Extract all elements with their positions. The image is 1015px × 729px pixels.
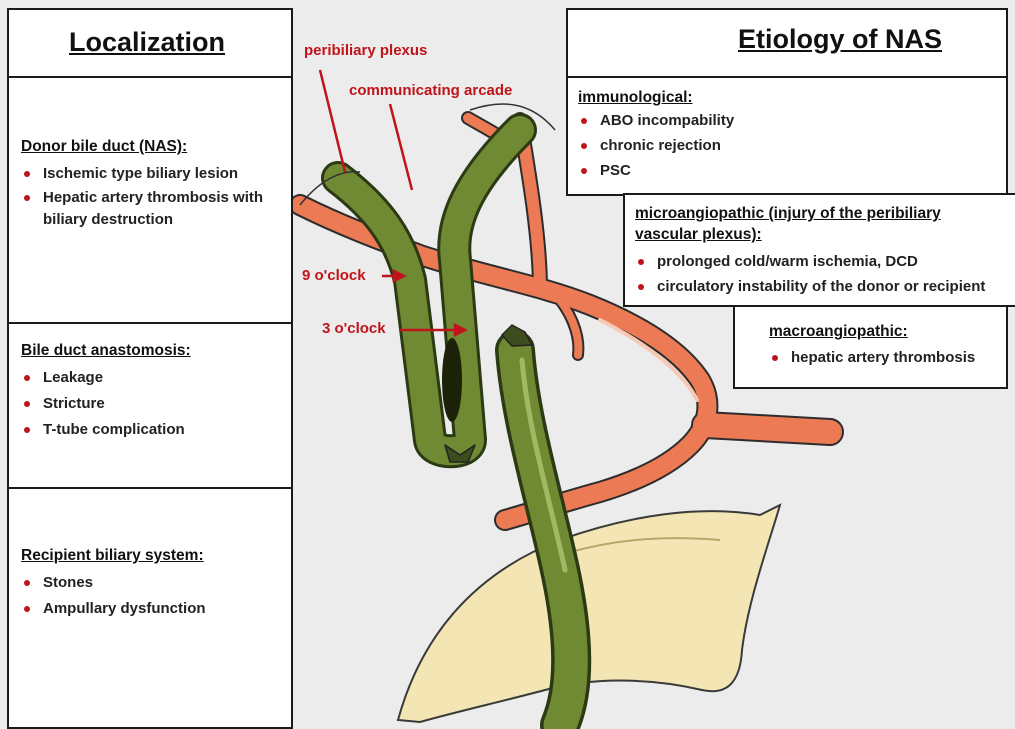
immunological-list: ABO incompability chronic rejection PSC: [578, 108, 1006, 183]
list-item: Ampullary dysfunction: [21, 596, 291, 622]
localization-title: Localization: [69, 27, 225, 58]
list-item: Ischemic type biliary lesion: [21, 161, 291, 187]
list-item: circulatory instability of the donor or …: [635, 274, 1009, 299]
donor-bile-duct-panel: Donor bile duct (NAS): Ischemic type bil…: [7, 76, 293, 324]
bile-duct-anastomosis-panel: Bile duct anastomosis: Leakage Stricture…: [7, 322, 293, 489]
macroangiopathic-heading: macroangiopathic:: [769, 321, 1006, 342]
macroangiopathic-list: hepatic artery thrombosis: [769, 345, 1006, 370]
nine-oclock-label: 9 o'clock: [302, 267, 366, 284]
list-item: Hepatic artery thrombosis with biliary d…: [21, 187, 283, 231]
recipient-biliary-system-list: Stones Ampullary dysfunction: [21, 570, 291, 622]
bile-duct-anastomosis-heading: Bile duct anastomosis:: [21, 342, 291, 360]
list-item: T-tube complication: [21, 417, 291, 443]
list-item: PSC: [578, 158, 1006, 183]
macroangiopathic-panel: macroangiopathic: hepatic artery thrombo…: [733, 305, 1008, 389]
microangiopathic-panel: microangiopathic (injury of the peribili…: [623, 193, 1015, 307]
immunological-heading: immunological:: [578, 87, 1006, 108]
list-item: prolonged cold/warm ischemia, DCD: [635, 249, 1009, 274]
list-item: hepatic artery thrombosis: [769, 345, 1006, 370]
microangiopathic-heading: microangiopathic (injury of the peribili…: [635, 203, 980, 245]
recipient-biliary-system-heading: Recipient biliary system:: [21, 547, 291, 565]
localization-header: Localization: [7, 8, 293, 78]
microangiopathic-list: prolonged cold/warm ischemia, DCD circul…: [635, 249, 1009, 299]
list-item: chronic rejection: [578, 133, 1006, 158]
three-oclock-label: 3 o'clock: [322, 320, 386, 337]
immunological-panel: immunological: ABO incompability chronic…: [566, 76, 1008, 196]
etiology-title: Etiology of NAS: [738, 24, 942, 55]
list-item: ABO incompability: [578, 108, 1006, 133]
communicating-arcade-label: communicating arcade: [349, 82, 512, 99]
etiology-header: Etiology of NAS: [566, 8, 1008, 78]
list-item: Stones: [21, 570, 291, 596]
donor-bile-duct-list: Ischemic type biliary lesion Hepatic art…: [21, 161, 291, 231]
recipient-biliary-system-panel: Recipient biliary system: Stones Ampulla…: [7, 487, 293, 729]
bile-duct-anastomosis-list: Leakage Stricture T-tube complication: [21, 365, 291, 443]
donor-bile-duct: [338, 130, 520, 462]
donor-bile-duct-heading: Donor bile duct (NAS):: [21, 138, 291, 156]
list-item: Stricture: [21, 391, 291, 417]
list-item: Leakage: [21, 365, 291, 391]
peribiliary-plexus-label: peribiliary plexus: [304, 42, 427, 59]
